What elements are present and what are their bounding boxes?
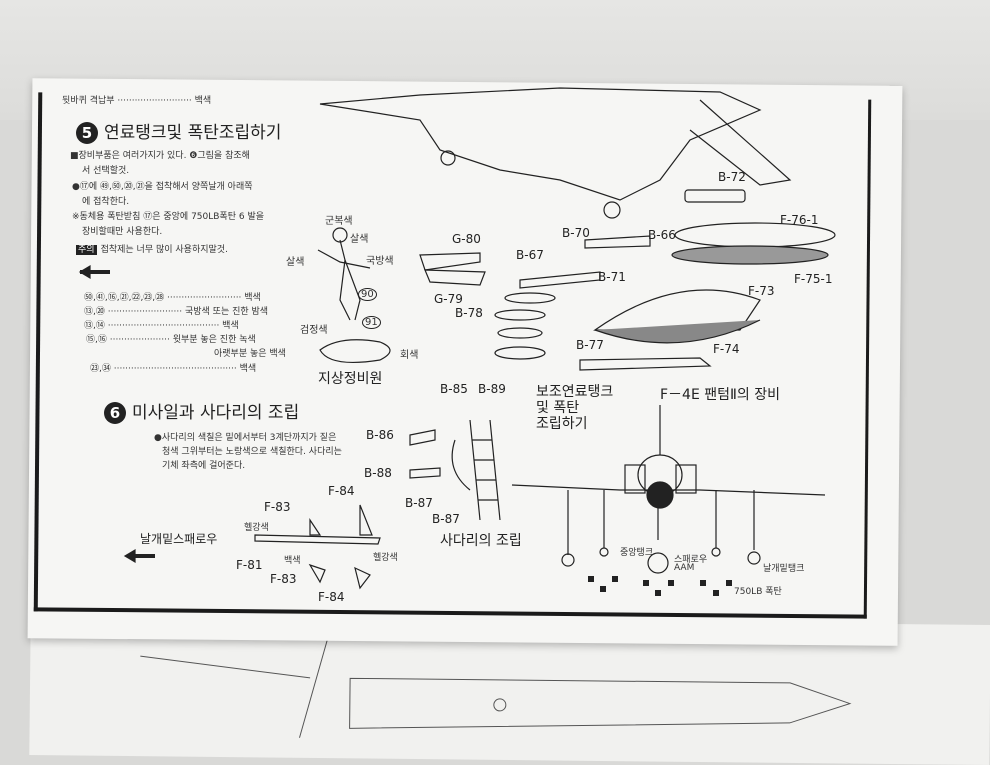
figure-label: 살색 [350,234,369,245]
aircraft-side-illustration [319,87,762,201]
section6-title: 미사일과 사다리의 조립 [132,403,300,423]
ladder-title: 사다리의 조립 [440,533,522,549]
aux-title-line: 및 폭탄 [536,400,580,416]
paint-color: 백색 [194,96,212,106]
part-label: B-77 [576,338,604,352]
ground-crew-figure [317,239,371,321]
parts: ⑬,⑳ [84,307,105,317]
figure-label: 회색 [400,350,419,361]
figure-label: 살색 [286,257,305,268]
figure-label: 검정색 [300,325,328,336]
color-label: 헬강색 [244,523,269,533]
aux-title: 보조연료탱크 및 폭탄 조립하기 [536,384,613,432]
color-label: 헬강색 [373,553,398,563]
section6-note: 기체 좌측에 걸어준다. [162,461,246,471]
section5-title: 연료탱크및 폭탄조립하기 [104,123,282,143]
paint-row: ⑮,⑯ ····················· 윗부분 놓은 진한 녹색 [86,335,256,345]
equipment-label: AAM [674,563,695,573]
part-label: B-78 [455,306,483,320]
paint-color: 백색 [239,364,257,374]
f4e-title: F－4E 팬텀Ⅱ의 장비 [660,387,780,403]
part-name: 뒷바퀴 격납부 [62,96,115,106]
figure-label: 군복색 [325,216,353,227]
figure-label: 국방색 [366,256,394,267]
part-label: B-71 [598,270,626,284]
caution-tag: 주의 [76,245,97,255]
paint-row: ㉓,㉞ ····································… [90,364,257,374]
part-label: B-67 [516,248,544,262]
top-paint-line: 뒷바퀴 격납부 ·························· 백색 [62,96,212,106]
paint-color: 국방색 또는 진한 밤색 [184,307,269,317]
paint-row: ⑬,⑳ ·························· 국방색 또는 진한… [84,307,269,317]
part-label: B-87 [432,512,460,526]
paint-row: ㊿,㊶,⑯,㉑,㉒,㉓,㉘ ··························… [84,293,261,303]
equipment-label: 750LB 폭탄 [734,587,782,597]
equipment-label: 스패로우 [674,555,708,565]
part-label: B-86 [366,428,394,442]
part-label: B-72 [718,170,746,184]
section5-heading: 5 연료탱크및 폭탄조립하기 [76,118,281,144]
part-label: F-74 [713,342,740,356]
section6-note: 청색 그위부터는 노랑색으로 색칠한다. 사다리는 [162,447,342,457]
ladder-illustration [469,419,501,521]
part-number: 90 [358,288,377,301]
parts: ㊿,㊶,⑯,㉑,㉒,㉓,㉘ [84,293,165,303]
figure-title: 지상정비원 [318,371,383,387]
section5-note: ■장비부품은 여러가지가 있다. ❻그림을 참조해 [70,151,250,161]
part-label: F-83 [270,572,297,586]
part-label: F-81 [236,558,263,572]
part-label: B-66 [648,228,676,242]
section5-note: 에 접착한다. [82,197,130,207]
part-label: G-79 [434,292,463,306]
section6-note: ●사다리의 색칠은 밑에서부터 3계단까지가 짙은 [154,433,337,443]
part-label: G-80 [452,232,481,246]
parts: ⑬,⑭ [84,321,105,331]
part-label: F-84 [318,590,345,604]
part-label: F-84 [328,484,355,498]
part-label: F-76-1 [780,213,819,227]
paint-color: 윗부분 놓은 진한 녹색 [172,335,256,345]
part-label: F-75-1 [794,272,833,286]
aux-title-line: 보조연료탱크 [536,384,614,400]
step-number: 5 [76,122,98,144]
sparrow-missile [254,534,381,545]
paint-row: 아랫부분 놓은 백색 [214,349,286,359]
step-number: 6 [104,402,126,424]
section5-note: 장비할때만 사용한다. [82,227,163,237]
part-label: B-89 [478,382,506,396]
paint-color: 백색 [222,321,239,331]
caution-text: 접착제는 너무 많이 사용하지말것. [100,245,228,255]
missile-title: 날개밑스패로우 [140,532,218,546]
part-label: B-87 [405,496,433,510]
paint-color: 백색 [244,293,261,303]
section5-note: ●⑰에 ㊾,㊿,⑳,㉑을 접착해서 양쪽날개 아래쪽 [72,182,253,192]
part-label: F-73 [748,284,775,298]
section5-note: ※동체용 폭탄받침 ⑰은 중앙에 750LB폭탄 6 발을 [72,212,264,222]
paint-row: ⑬,⑭ ····································… [84,321,239,331]
part-label: B-85 [440,382,468,396]
part-label: F-83 [264,500,291,514]
part-label: B-88 [364,466,392,480]
equipment-label: 중앙탱크 [620,548,654,558]
parts: ㉓,㉞ [90,364,111,374]
figure-base [319,339,391,364]
aux-title-line: 조립하기 [536,416,588,432]
diagrams [78,87,836,596]
color-label: 백색 [284,556,301,566]
parts: ⑮,⑯ [86,335,107,345]
section6-heading: 6 미사일과 사다리의 조립 [104,398,299,424]
part-label: B-70 [562,226,590,240]
part-number: 91 [362,316,381,329]
section5-note: 서 선택할것. [82,166,130,176]
equipment-label: 날개밑탱크 [763,564,805,574]
